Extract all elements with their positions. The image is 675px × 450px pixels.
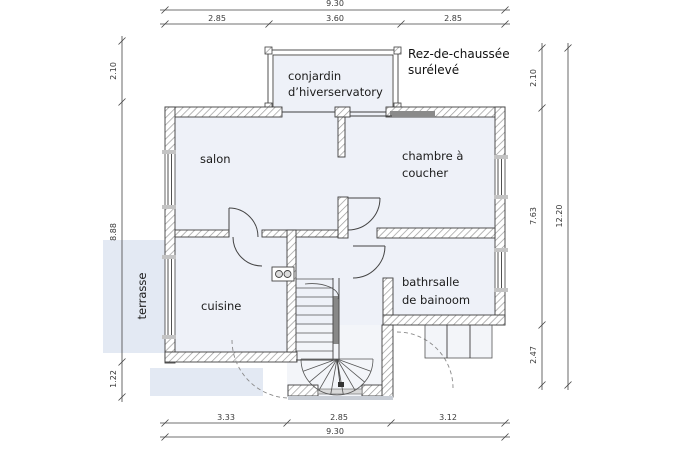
doors xyxy=(228,197,454,399)
dim-top-2: 3.60 xyxy=(326,14,344,23)
bathroom-label-line2: de bainoom xyxy=(402,293,470,307)
wall-dark-band xyxy=(390,111,435,117)
windows xyxy=(162,150,508,339)
dim-top-1: 2.85 xyxy=(208,14,226,23)
dim-bottom-3: 3.12 xyxy=(439,413,457,422)
dim-right-1: 2.10 xyxy=(529,69,538,87)
terrace-label: terrasse xyxy=(135,273,149,320)
chimney-symbol xyxy=(271,266,295,282)
dim-top-total: 9.30 xyxy=(326,0,344,8)
dim-right-3: 2.47 xyxy=(529,346,538,364)
stair-wall-dark xyxy=(333,296,339,344)
living-room-label: salon xyxy=(200,152,231,166)
dimension-lines xyxy=(118,6,572,441)
bedroom-label-line1: chambre à xyxy=(402,149,463,163)
conservatory-label-line1: conjardin xyxy=(288,69,341,83)
bedroom-label-line2: coucher xyxy=(402,166,448,180)
terrace-area xyxy=(103,240,263,396)
dim-bottom-total: 9.30 xyxy=(326,427,344,436)
dim-left-2: 8.88 xyxy=(109,223,118,241)
conservatory-label-line2: d’hiverservatory xyxy=(288,85,383,99)
room-labels: Rez-de-chaussée surélevé conjardin d’hiv… xyxy=(135,47,510,319)
dim-bottom-2: 2.85 xyxy=(330,413,348,422)
dimension-labels: 9.30 2.85 3.60 2.85 3.33 2.85 3.12 9.30 … xyxy=(109,0,564,436)
drawing-title-line2: surélevé xyxy=(408,63,459,77)
conservatory-frame xyxy=(264,46,402,113)
bathroom-label-line1: bathrsalle xyxy=(402,275,459,289)
dim-bottom-1: 3.33 xyxy=(217,413,235,422)
dim-top-3: 2.85 xyxy=(444,14,462,23)
dim-left-1: 2.10 xyxy=(109,62,118,80)
dim-right-total: 12.20 xyxy=(555,205,564,228)
opening-lines xyxy=(282,111,393,400)
dim-right-2: 7.63 xyxy=(529,207,538,225)
walls xyxy=(164,106,506,398)
door-hinge-marker xyxy=(338,382,344,387)
exterior-steps xyxy=(424,324,493,359)
drawing-title-line1: Rez-de-chaussée xyxy=(408,47,510,61)
staircase xyxy=(296,278,374,396)
dim-left-3: 1.22 xyxy=(109,370,118,388)
kitchen-label: cuisine xyxy=(201,299,241,313)
